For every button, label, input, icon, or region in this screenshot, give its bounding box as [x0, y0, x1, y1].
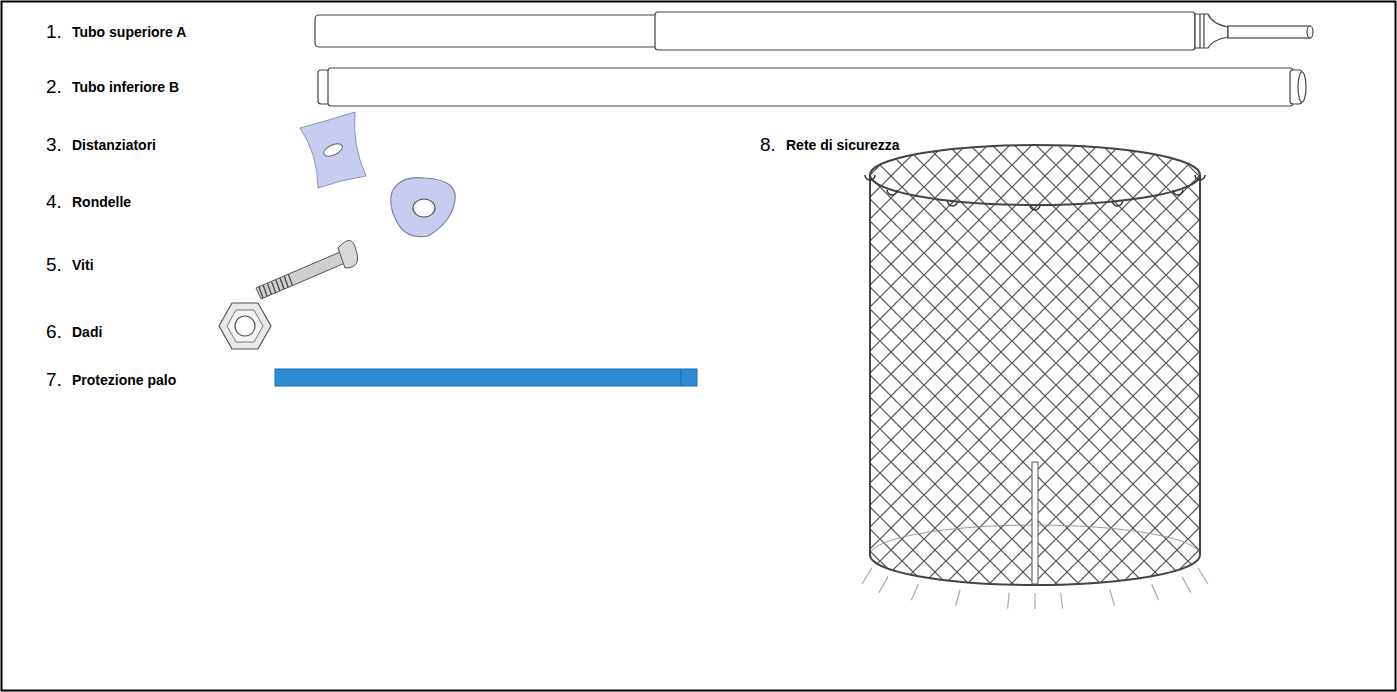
callout-number: 1. — [46, 22, 62, 41]
washer — [391, 178, 456, 237]
callout-number: 4. — [46, 192, 62, 211]
part-name: Tubo inferiore B — [72, 80, 179, 94]
lower-tube — [318, 68, 1306, 106]
upper-tube — [315, 12, 1313, 50]
part-name: Viti — [72, 258, 94, 272]
callout-number: 2. — [46, 77, 62, 96]
callout-number: 8. — [760, 135, 776, 154]
part-name: Rondelle — [72, 195, 131, 209]
callout-number: 7. — [46, 370, 62, 389]
part-name: Distanziatori — [72, 138, 156, 152]
part-name: Rete di sicurezza — [786, 138, 900, 152]
safety-net — [860, 140, 1210, 609]
bolt — [256, 240, 358, 299]
part-name: Tubo superiore A — [72, 25, 186, 39]
part-name: Dadi — [72, 325, 102, 339]
nut — [219, 303, 271, 349]
part-name: Protezione palo — [72, 373, 176, 387]
pole-padding — [275, 369, 697, 386]
callout-number: 6. — [46, 322, 62, 341]
callout-number: 3. — [46, 135, 62, 154]
spacer — [300, 112, 366, 188]
callout-number: 5. — [46, 255, 62, 274]
